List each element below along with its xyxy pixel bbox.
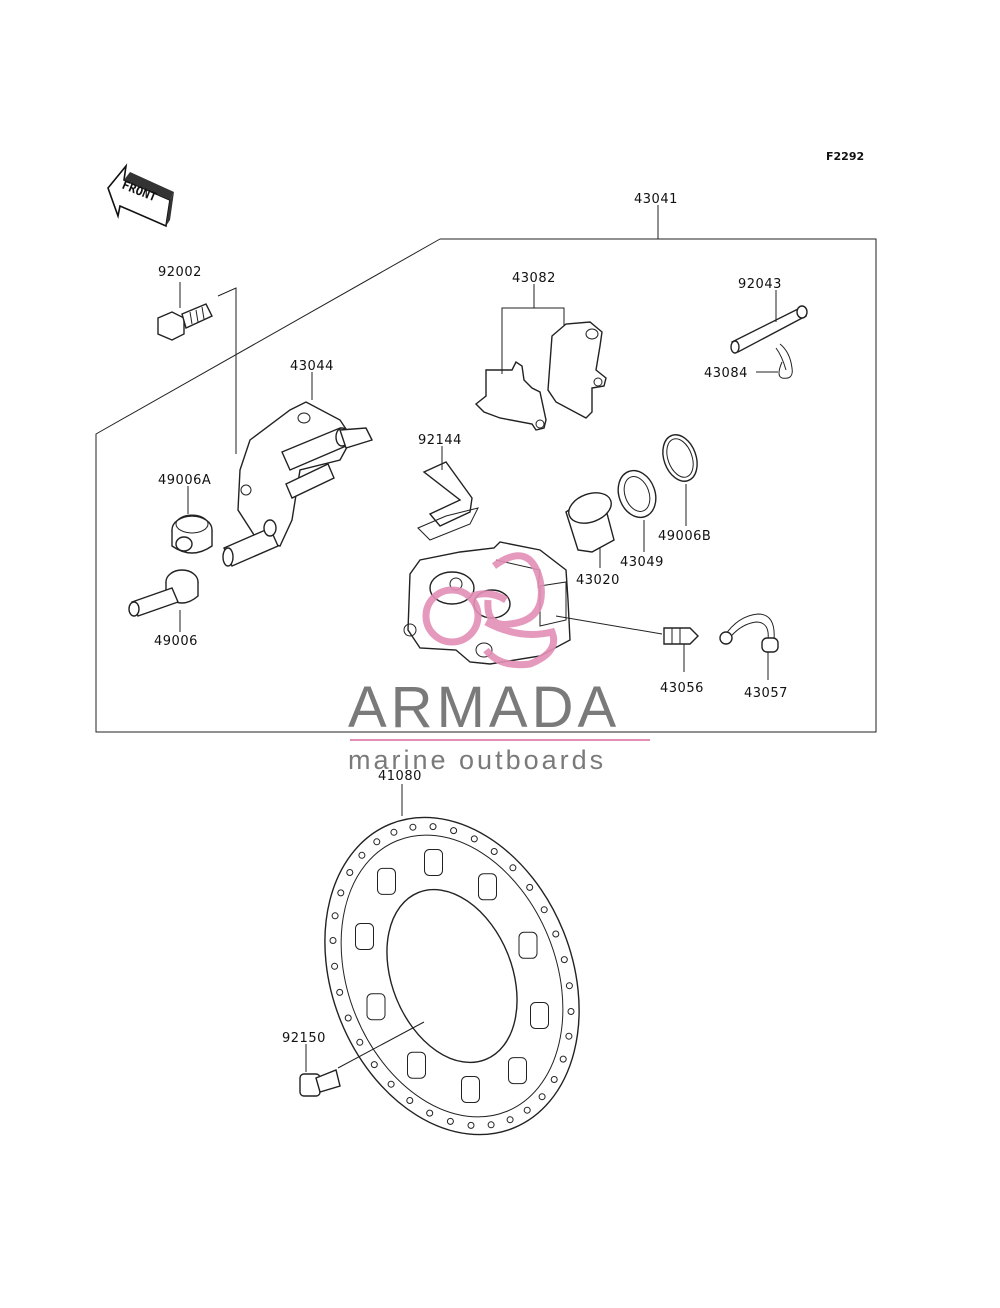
disc-hole xyxy=(429,823,437,831)
disc-hole xyxy=(560,956,568,964)
disc-hole xyxy=(370,1061,378,1069)
disc-hole xyxy=(409,823,417,831)
disc-hole xyxy=(552,930,560,938)
label-43056: 43056 xyxy=(660,681,704,696)
brake-disc-41080 xyxy=(324,816,580,1136)
cap-43057 xyxy=(719,613,779,653)
label-41080: 41080 xyxy=(378,769,422,784)
pin-49006 xyxy=(128,569,199,617)
label-92002: 92002 xyxy=(158,265,202,280)
disc-hole xyxy=(487,1121,495,1129)
disc-hole xyxy=(467,1121,475,1129)
disc-hole xyxy=(358,851,366,859)
label-92144: 92144 xyxy=(418,433,462,448)
disc-hole xyxy=(446,1117,454,1125)
disc-window xyxy=(355,923,374,950)
disc-hole xyxy=(567,1008,575,1015)
disc-window xyxy=(377,867,396,895)
seal-49006b xyxy=(662,434,698,482)
armada-emblem-icon xyxy=(422,552,558,669)
bolt-92002 xyxy=(157,303,213,341)
assembly-outline xyxy=(95,238,877,733)
disc-hole xyxy=(559,1055,567,1063)
label-43057: 43057 xyxy=(744,686,788,701)
disc-hole xyxy=(344,1014,352,1022)
label-43082: 43082 xyxy=(512,271,556,286)
disc-hole xyxy=(387,1080,395,1088)
disc-hole xyxy=(373,838,381,846)
disc-hole xyxy=(565,1032,573,1040)
label-43044: 43044 xyxy=(290,359,334,374)
disc-hole xyxy=(406,1097,414,1104)
disc-window xyxy=(407,1051,426,1079)
disc-hole xyxy=(426,1109,434,1117)
disc-window xyxy=(366,993,386,1021)
disc-hole xyxy=(337,889,345,897)
boot-49006a xyxy=(171,514,213,554)
disc-window xyxy=(461,1076,480,1103)
seal-43049 xyxy=(617,469,657,519)
bracket-43044 xyxy=(222,401,373,567)
label-92150: 92150 xyxy=(282,1031,326,1046)
disc-hole xyxy=(346,869,354,876)
brand-name: ARMADA xyxy=(348,675,620,740)
disc-hole xyxy=(526,883,534,891)
disc-hole xyxy=(538,1093,546,1101)
disc-hole xyxy=(390,828,398,836)
label-49006: 49006 xyxy=(154,634,198,649)
diagram-code: F2292 xyxy=(826,150,864,163)
label-49006a: 49006A xyxy=(158,473,211,488)
disc-hole xyxy=(565,982,573,990)
disc-hole xyxy=(509,864,517,872)
disc-hole xyxy=(490,848,498,855)
disc-window xyxy=(478,873,497,901)
disc-window xyxy=(424,849,443,876)
disc-window xyxy=(508,1057,527,1085)
disc-window xyxy=(530,1002,549,1029)
label-43020: 43020 xyxy=(576,573,620,588)
disc-hole xyxy=(336,988,344,996)
disc-hole xyxy=(331,912,339,920)
bolt-92150 xyxy=(299,1069,341,1097)
front-arrow-icon: FRONT xyxy=(107,163,174,228)
spring-92144 xyxy=(417,461,479,541)
piston-43020 xyxy=(565,492,615,553)
disc-window xyxy=(518,931,538,959)
disc-hole xyxy=(550,1076,558,1083)
disc-hole xyxy=(470,835,478,843)
pin-92043 xyxy=(730,305,808,354)
brand-tagline: marine outboards xyxy=(348,745,606,775)
brake-pads-43082 xyxy=(474,321,607,431)
disc-hole xyxy=(356,1038,364,1046)
clip-43084 xyxy=(775,343,793,379)
armada-logo: ARMADA marine outboards xyxy=(348,552,650,775)
disc-hole xyxy=(329,937,337,944)
label-43084: 43084 xyxy=(704,366,748,381)
label-43049: 43049 xyxy=(620,555,664,570)
disc-hole xyxy=(331,962,339,970)
label-43041: 43041 xyxy=(634,192,678,207)
disc-hole xyxy=(523,1106,531,1114)
disc-hole xyxy=(540,906,548,914)
disc-hole xyxy=(506,1116,514,1124)
disc-hole xyxy=(450,827,458,835)
label-92043: 92043 xyxy=(738,277,782,292)
bleeder-43056 xyxy=(663,627,699,645)
label-49006b: 49006B xyxy=(658,529,711,544)
